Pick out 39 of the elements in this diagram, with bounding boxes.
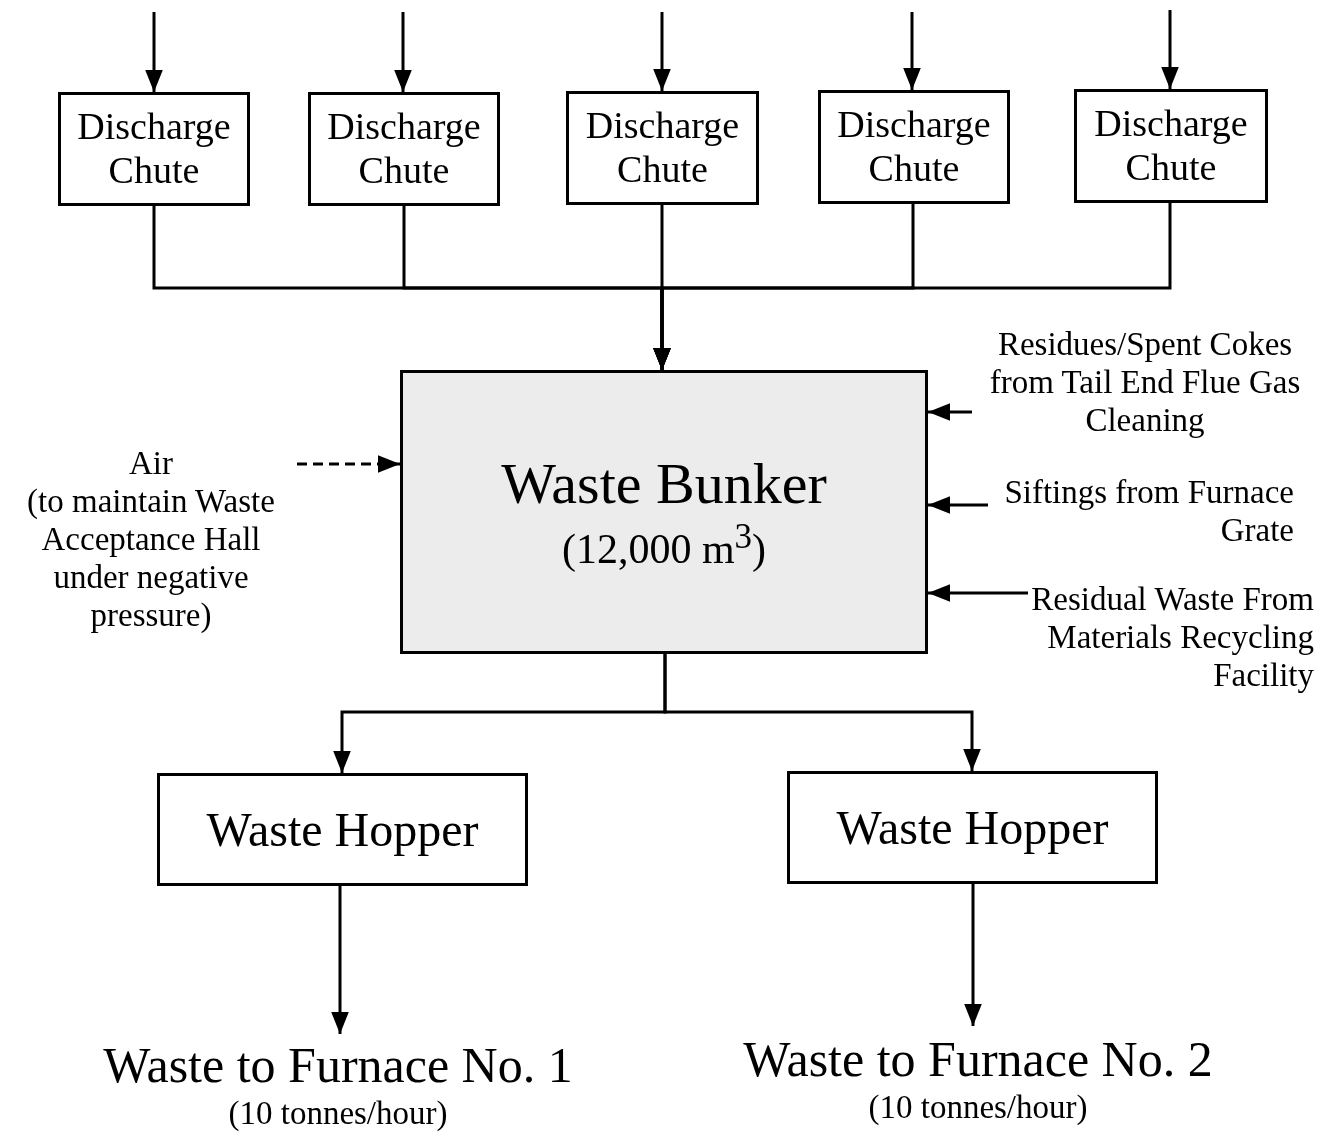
box-label: Discharge Chute (584, 104, 741, 192)
box-label: Waste Hopper (206, 801, 479, 858)
box-label: Waste Bunker (501, 450, 827, 518)
arrow (394, 12, 412, 92)
process-box (58, 92, 250, 206)
capacity-label: (12,000 m$^{3}$) (561, 517, 767, 574)
dashed-arrow (297, 455, 400, 473)
flow-note: (10 tonnes/hour) (868, 1088, 1088, 1127)
flow-label: Air (129, 445, 173, 484)
process-box (1074, 89, 1268, 203)
flow-label: Residual Waste From Materials Recycling Facility (1030, 581, 1314, 695)
process-box (818, 90, 1010, 204)
arrow (928, 403, 972, 421)
arrow (928, 584, 1028, 602)
arrow (145, 12, 163, 92)
box-label: Discharge Chute (1093, 102, 1249, 190)
arrow (903, 12, 921, 90)
arrow (653, 12, 671, 91)
bunker-box (400, 370, 928, 654)
process-box (308, 92, 500, 206)
flow-note: (to maintain Waste Acceptance Hall under negative pressure) (26, 483, 276, 635)
flow-label: Siftings from Furnace Grate (1003, 474, 1294, 550)
arrow (928, 496, 988, 514)
arrow (653, 203, 1172, 370)
process-box (787, 771, 1158, 884)
flow-label: Waste to Furnace No. 2 (743, 1031, 1213, 1089)
process-box (157, 773, 528, 886)
box-label: Waste Hopper (836, 799, 1109, 856)
arrow (964, 884, 982, 1026)
flow-label: Waste to Furnace No. 1 (103, 1037, 573, 1095)
arrow (1161, 10, 1179, 89)
process-box (566, 91, 759, 205)
box-label: Discharge Chute (836, 103, 992, 191)
box-label: Discharge Chute (326, 105, 482, 193)
flow-note: (10 tonnes/hour) (228, 1094, 448, 1133)
flow-label: Residues/Spent Cokes from Tail End Flue Gas Cleaning (988, 326, 1302, 440)
arrow (331, 886, 349, 1034)
arrow (663, 654, 981, 771)
box-label: Discharge Chute (76, 105, 232, 193)
